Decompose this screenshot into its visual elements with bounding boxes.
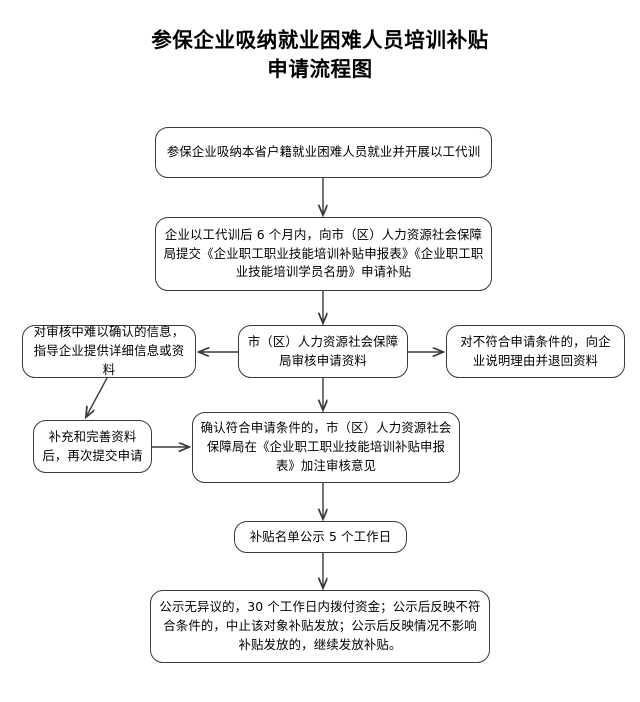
page-title-line-2: 申请流程图: [267, 57, 373, 82]
flow-node-clarify[interactable]: 对审核中难以确认的信息，指导企业提供详细信息或资料: [22, 324, 196, 378]
page-title-line-1: 参保企业吸纳就业困难人员培训补贴: [151, 28, 489, 52]
flow-node-payout-label: 公示无异议的，30 个工作日内拨付资金；公示后反映不符合条件的，中止该对象补贴发…: [159, 599, 481, 652]
flow-node-clarify-label: 对审核中难以确认的信息，指导企业提供详细信息或资料: [33, 324, 185, 377]
flow-node-resubmit-label: 补充和完善资料后，再次提交申请: [42, 428, 143, 463]
flow-node-reject-label: 对不符合申请条件的，向企业说明理由并退回资料: [460, 333, 611, 368]
flow-node-submit[interactable]: 企业以工代训后 6 个月内，向市（区）人力资源社会保障局提交《企业职工职业技能培…: [155, 217, 492, 291]
edge-clarify-to-resubmit: [86, 377, 108, 417]
flow-node-reject[interactable]: 对不符合申请条件的，向企业说明理由并退回资料: [446, 325, 625, 378]
flow-node-start-label: 参保企业吸纳本省户籍就业困难人员就业并开展以工代训: [166, 144, 481, 160]
flow-node-review-label: 市（区）人力资源社会保障局审核申请资料: [247, 333, 399, 368]
flow-node-publicity-label: 补贴名单公示 5 个工作日: [249, 528, 392, 544]
flow-node-resubmit[interactable]: 补充和完善资料后，再次提交申请: [33, 420, 152, 473]
flow-node-submit-label: 企业以工代训后 6 个月内，向市（区）人力资源社会保障局提交《企业职工职业技能培…: [163, 226, 484, 280]
flow-node-review[interactable]: 市（区）人力资源社会保障局审核申请资料: [238, 325, 408, 378]
flow-node-approve[interactable]: 确认符合申请条件的，市（区）人力资源社会保障局在《企业职工职业技能培训补贴申报表…: [192, 412, 460, 483]
flow-node-start[interactable]: 参保企业吸纳本省户籍就业困难人员就业并开展以工代训: [155, 127, 492, 178]
flow-node-approve-label: 确认符合申请条件的，市（区）人力资源社会保障局在《企业职工职业技能培训补贴申报表…: [200, 420, 452, 473]
flow-node-payout[interactable]: 公示无异议的，30 个工作日内拨付资金；公示后反映不符合条件的，中止该对象补贴发…: [150, 590, 490, 663]
page-title: 参保企业吸纳就业困难人员培训补贴 申请流程图: [0, 26, 640, 84]
flow-node-publicity[interactable]: 补贴名单公示 5 个工作日: [234, 521, 407, 553]
